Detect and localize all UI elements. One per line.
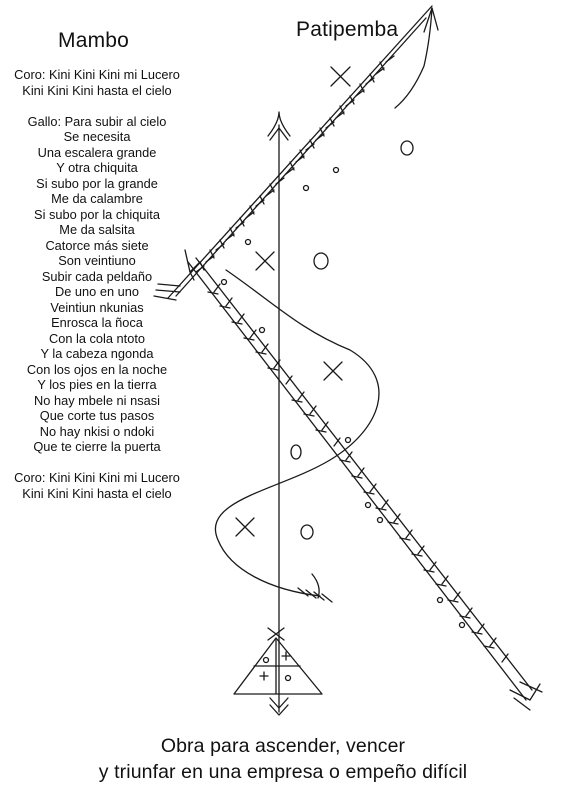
lyric-line: Catorce más siete (45, 237, 149, 253)
lyric-line: Una escalera grande (37, 144, 157, 160)
vertical-arrow-icon (267, 111, 291, 716)
lyric-line: Con los ojos en la noche (26, 361, 168, 377)
lyric-line: Si subo por la grande (36, 175, 158, 191)
lyric-line: Y otra chiquita (56, 160, 138, 175)
serpent-icon (214, 269, 380, 603)
triangle-icon (233, 627, 323, 695)
lyric-line: Gallo: Para subir al cielo (27, 113, 167, 129)
lyric-line: No hay nkisi o ndoki (39, 423, 155, 439)
descending-arrow-icon (187, 257, 543, 711)
circle-icon (290, 140, 414, 540)
coro-bottom: Coro: Kini Kini Kini mi Lucero Kini Kini… (0, 470, 194, 501)
lyric-line: Kini Kini Kini hasta el cielo (22, 82, 172, 98)
lyric-line: Kini Kini Kini hasta el cielo (22, 485, 172, 501)
lyric-line: Que te cierre la puerta (33, 439, 161, 454)
mambo-title: Mambo (58, 29, 130, 52)
mambo-lyrics: Coro: Kini Kini Kini mi Lucero Kini Kini… (0, 67, 194, 501)
lyric-line: Me da calambre (51, 191, 143, 206)
lyric-line: De uno en uno (55, 284, 139, 299)
lyric-line: Enrosca la ñoca (51, 315, 143, 330)
coro-top: Coro: Kini Kini Kini mi Lucero Kini Kini… (0, 67, 194, 98)
ladder-ticks (189, 55, 395, 281)
lyric-line: Y los pies en la tierra (37, 377, 157, 392)
cross-icon (235, 66, 351, 537)
lyric-line: Coro: Kini Kini Kini mi Lucero (14, 470, 180, 485)
small-circles (220, 166, 466, 629)
lyric-line: Me da salsita (59, 222, 135, 237)
lyric-line: Si subo por la chiquita (34, 206, 160, 222)
lyric-line: Con la cola ntoto (48, 330, 146, 346)
footer-caption: Obra para ascender, vencer y triunfar en… (0, 733, 566, 785)
lyric-line: Que corte tus pasos (39, 408, 155, 423)
lyric-line: Son veintiuno (58, 253, 136, 268)
lyric-line: No hay mbele ni nsasi (34, 392, 160, 408)
footer-line-1: Obra para ascender, vencer (160, 735, 406, 757)
lyric-line: Coro: Kini Kini Kini mi Lucero (14, 67, 180, 82)
gallo-verse: Gallo: Para subir al cielo Se necesita U… (0, 114, 194, 455)
patipemba-title: Patipemba (296, 18, 399, 41)
lyric-line: Subir cada peldaño (41, 268, 153, 284)
diagonal-arrow-icon (153, 5, 439, 301)
lyric-line: Veintiun nkunias (50, 299, 144, 315)
lyric-line: Y la cabeza ngonda (40, 346, 154, 361)
lyric-line: Se necesita (63, 129, 131, 144)
footer-line-2: y triunfar en una empresa o empeño difíc… (98, 761, 468, 783)
